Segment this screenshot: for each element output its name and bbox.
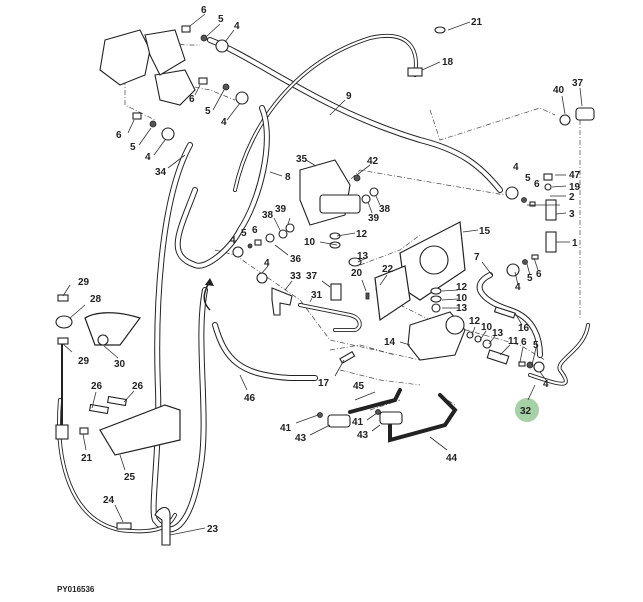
callout-33: 33 <box>290 271 302 282</box>
callout-12: 12 <box>356 229 368 240</box>
callout-19: 19 <box>569 182 581 193</box>
callout-35: 35 <box>296 154 308 165</box>
callout-21: 21 <box>471 17 483 28</box>
callout-5: 5 <box>241 228 247 239</box>
callout-4: 4 <box>515 282 521 293</box>
callout-30: 30 <box>114 359 126 370</box>
callout-11: 11 <box>508 336 519 347</box>
callout-10: 10 <box>481 322 493 333</box>
callout-5: 5 <box>130 142 136 153</box>
callout-25: 25 <box>124 472 136 483</box>
callout-40: 40 <box>553 85 565 96</box>
callout-22: 22 <box>382 264 394 275</box>
callout-12: 12 <box>469 316 481 327</box>
callout-37: 37 <box>572 78 584 89</box>
callout-3: 3 <box>569 209 575 220</box>
callout-43: 43 <box>357 430 369 441</box>
callout-6: 6 <box>536 269 542 280</box>
callout-15: 15 <box>479 226 491 237</box>
components <box>55 25 595 546</box>
highlight-bubble-32 <box>515 398 539 422</box>
figure-id-label: PY016536 <box>57 585 95 594</box>
callout-41: 41 <box>352 417 364 428</box>
callout-36: 36 <box>290 254 302 265</box>
callout-1: 1 <box>572 238 578 249</box>
callout-18: 18 <box>442 57 454 68</box>
callout-42: 42 <box>367 156 379 167</box>
callout-5: 5 <box>205 106 211 117</box>
callout-13: 13 <box>456 303 468 314</box>
callout-41: 41 <box>280 423 292 434</box>
callout-43: 43 <box>295 433 307 444</box>
callout-5: 5 <box>527 273 533 284</box>
callout-16: 16 <box>518 323 530 334</box>
callout-6: 6 <box>201 5 207 16</box>
callout-23: 23 <box>207 524 219 535</box>
callout-44: 44 <box>446 453 458 464</box>
callout-5: 5 <box>525 173 531 184</box>
callout-34: 34 <box>155 167 167 178</box>
callout-46: 46 <box>244 393 256 404</box>
callout-2: 2 <box>569 192 575 203</box>
callout-labels: 6 5 4 6 5 4 6 5 4 34 9 8 21 18 40 37 4 5… <box>78 5 584 535</box>
callout-4: 4 <box>264 258 270 269</box>
callout-6: 6 <box>189 94 195 105</box>
callout-12: 12 <box>456 282 468 293</box>
callout-6: 6 <box>521 337 527 348</box>
callout-6: 6 <box>116 130 122 141</box>
callout-29: 29 <box>78 277 90 288</box>
callout-4: 4 <box>543 379 549 390</box>
callout-45: 45 <box>353 381 365 392</box>
callout-37: 37 <box>306 271 318 282</box>
callout-13: 13 <box>357 251 369 262</box>
callout-21: 21 <box>81 453 93 464</box>
callout-38: 38 <box>262 210 274 221</box>
callout-5: 5 <box>533 340 539 351</box>
callout-4: 4 <box>230 235 236 246</box>
callout-31: 31 <box>311 290 323 301</box>
callout-32-highlighted: 32 <box>520 406 532 417</box>
hoses <box>57 33 590 534</box>
callout-6: 6 <box>252 225 258 236</box>
callout-24: 24 <box>103 495 115 506</box>
callout-4: 4 <box>513 162 519 173</box>
callout-29: 29 <box>78 356 90 367</box>
callout-39: 39 <box>275 204 287 215</box>
callout-10: 10 <box>304 237 316 248</box>
callout-13: 13 <box>492 328 504 339</box>
callout-14: 14 <box>384 337 396 348</box>
callout-4: 4 <box>234 21 240 32</box>
callout-39: 39 <box>368 213 380 224</box>
callout-20: 20 <box>351 268 363 279</box>
callout-26: 26 <box>91 381 103 392</box>
callout-7: 7 <box>474 252 480 263</box>
callout-26: 26 <box>132 381 144 392</box>
callout-4: 4 <box>145 152 151 163</box>
callout-38: 38 <box>379 204 391 215</box>
callout-9: 9 <box>346 91 352 102</box>
callout-17: 17 <box>318 378 330 389</box>
leader-lines <box>62 13 583 536</box>
callout-5: 5 <box>218 14 224 25</box>
callout-6: 6 <box>534 179 540 190</box>
callout-47: 47 <box>569 170 581 181</box>
callout-10: 10 <box>456 293 468 304</box>
callout-4: 4 <box>221 117 227 128</box>
callout-28: 28 <box>90 294 102 305</box>
callout-8: 8 <box>285 172 291 183</box>
